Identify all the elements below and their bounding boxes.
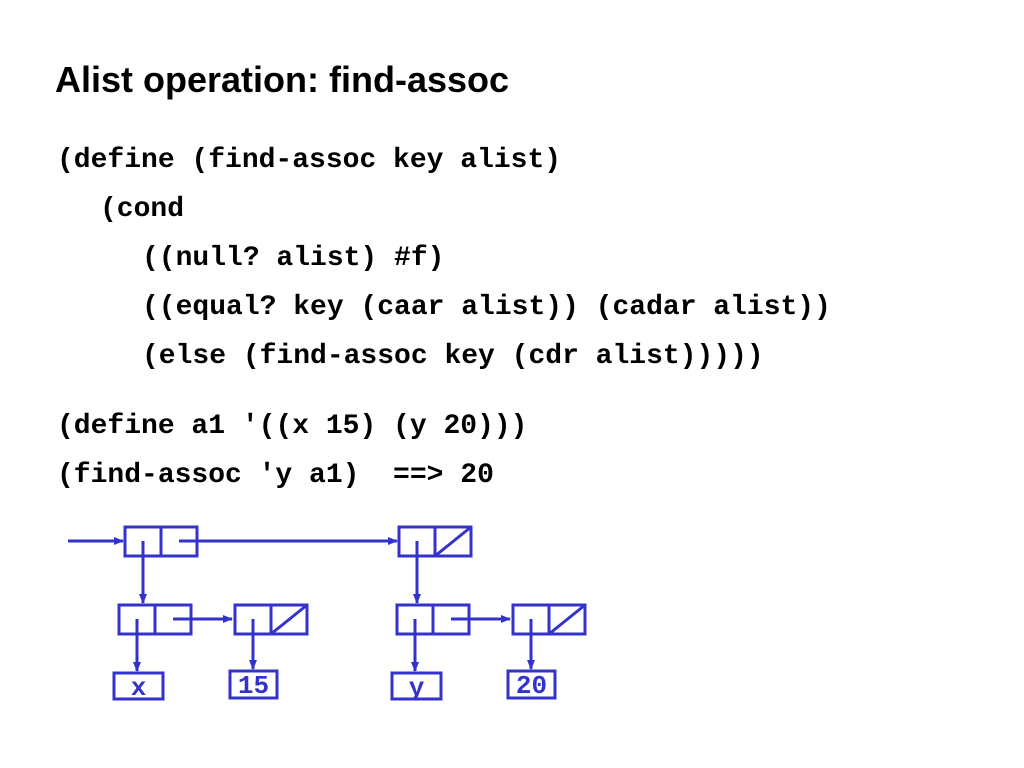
atom-label-x: x bbox=[131, 673, 147, 703]
code-line-cond: (cond bbox=[100, 194, 185, 225]
code-line-else-clause: (else (find-assoc key (cdr alist))))) bbox=[142, 341, 764, 372]
code-line-find-assoc-call: (find-assoc 'y a1) ==> 20 bbox=[57, 460, 494, 491]
code-line-define-a1: (define a1 '((x 15) (y 20))) bbox=[57, 411, 528, 442]
code-line-equal-clause: ((equal? key (caar alist)) (cadar alist)… bbox=[142, 292, 831, 323]
cons-cell-x-2 bbox=[233, 603, 309, 636]
atom-box-20 bbox=[506, 669, 557, 700]
code-line-null-clause: ((null? alist) #f) bbox=[142, 243, 445, 274]
atom-label-15: 15 bbox=[238, 671, 269, 701]
atom-box-x bbox=[112, 671, 165, 701]
nil-slash bbox=[434, 525, 472, 558]
cons-cell-y-2 bbox=[511, 603, 587, 636]
atom-label-20: 20 bbox=[516, 671, 547, 701]
slide-title: Alist operation: find-assoc bbox=[55, 59, 510, 100]
atom-box-y bbox=[390, 671, 443, 701]
cons-cell-top-2 bbox=[397, 525, 473, 558]
atom-label-y: y bbox=[409, 673, 425, 703]
code-line-define: (define (find-assoc key alist) bbox=[57, 145, 562, 176]
nil-slash bbox=[270, 603, 308, 636]
nil-slash bbox=[548, 603, 586, 636]
atom-box-15 bbox=[228, 669, 279, 700]
